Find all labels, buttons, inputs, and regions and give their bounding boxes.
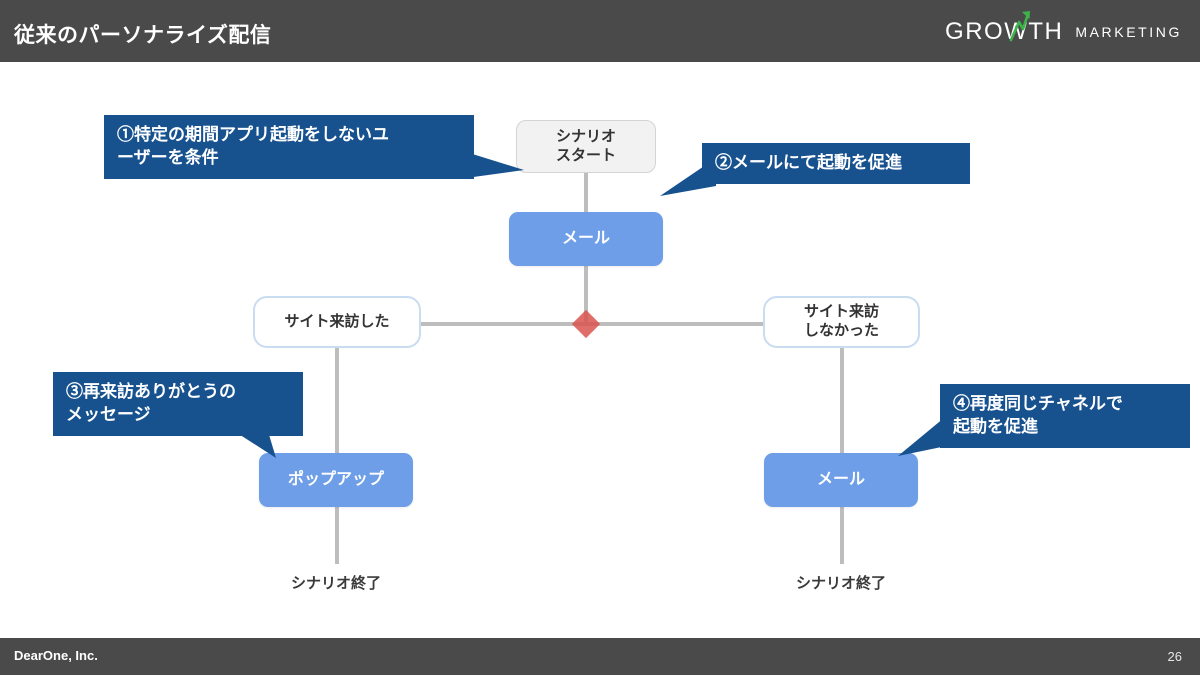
connector-email-to-decision (584, 266, 588, 324)
callout-4-line2: 起動を促進 (953, 416, 1038, 436)
connector-left-cond-to-popup (335, 348, 339, 475)
flow-diagram: シナリオ スタート メール サイト来訪した サイト来訪 しなかった ポップアップ… (0, 62, 1200, 638)
node-popup-label: ポップアップ (287, 471, 384, 488)
callout-3-line1: ③再来訪ありがとうの (66, 382, 236, 401)
callout-4-line1: ④再度同じチャネルで (953, 394, 1123, 413)
node-email-bottom-label: メール (816, 471, 865, 488)
node-scenario-start-line1: シナリオ (555, 127, 616, 145)
callout-3-line2: メッセージ (66, 404, 151, 424)
node-email-top-label: メール (561, 230, 610, 247)
page-title: 従来のパーソナライズ配信 (14, 24, 272, 47)
footer-company-name: DearOne, Inc. (14, 648, 98, 663)
slide-header: 従来のパーソナライズ配信 GROWTH MARKETING (0, 0, 1200, 62)
connector-start-to-email (584, 173, 588, 212)
callout-3: ③再来訪ありがとうの メッセージ (53, 372, 303, 436)
connector-email2-to-end (840, 506, 844, 564)
node-end-right-label: シナリオ終了 (795, 574, 886, 592)
callout-1: ①特定の期間アプリ起動をしないユ ーザーを条件 (104, 115, 474, 179)
node-scenario-start-line2: スタート (555, 146, 616, 164)
callout-1-tail (466, 152, 524, 178)
callout-1-line2: ーザーを条件 (117, 147, 219, 167)
callout-4: ④再度同じチャネルで 起動を促進 (940, 384, 1190, 448)
node-popup[interactable]: ポップアップ (259, 453, 413, 507)
node-email-top[interactable]: メール (509, 212, 663, 266)
growth-marketing-logo: GROWTH MARKETING (945, 11, 1182, 47)
node-condition-not-visited[interactable]: サイト来訪 しなかった (763, 296, 920, 348)
callout-2: ②メールにて起動を促進 (702, 143, 970, 184)
connector-popup-to-end (335, 506, 339, 564)
logo-marketing-text: MARKETING (1075, 24, 1182, 40)
callout-2-line1: ②メールにて起動を促進 (715, 153, 902, 172)
node-condition-not-visited-line2: しなかった (803, 322, 879, 339)
node-condition-visited[interactable]: サイト来訪した (253, 296, 421, 348)
node-condition-not-visited-line1: サイト来訪 (803, 303, 879, 321)
node-end-left-label: シナリオ終了 (290, 574, 381, 592)
callout-1-line1: ①特定の期間アプリ起動をしないユ (117, 125, 389, 144)
node-email-bottom[interactable]: メール (764, 453, 918, 507)
node-scenario-start[interactable]: シナリオ スタート (516, 120, 656, 173)
node-end-left: シナリオ終了 (255, 572, 417, 596)
connector-right-cond-to-email (840, 348, 844, 475)
logo-growth-text: GROWTH (945, 18, 1064, 45)
footer-page-number: 26 (1167, 649, 1182, 664)
green-arrow-icon (1009, 11, 1031, 42)
node-condition-visited-label: サイト来訪した (284, 312, 390, 330)
slide-footer: DearOne, Inc. 26 (0, 638, 1200, 675)
decision-diamond-icon (571, 309, 601, 339)
node-end-right: シナリオ終了 (760, 572, 922, 596)
